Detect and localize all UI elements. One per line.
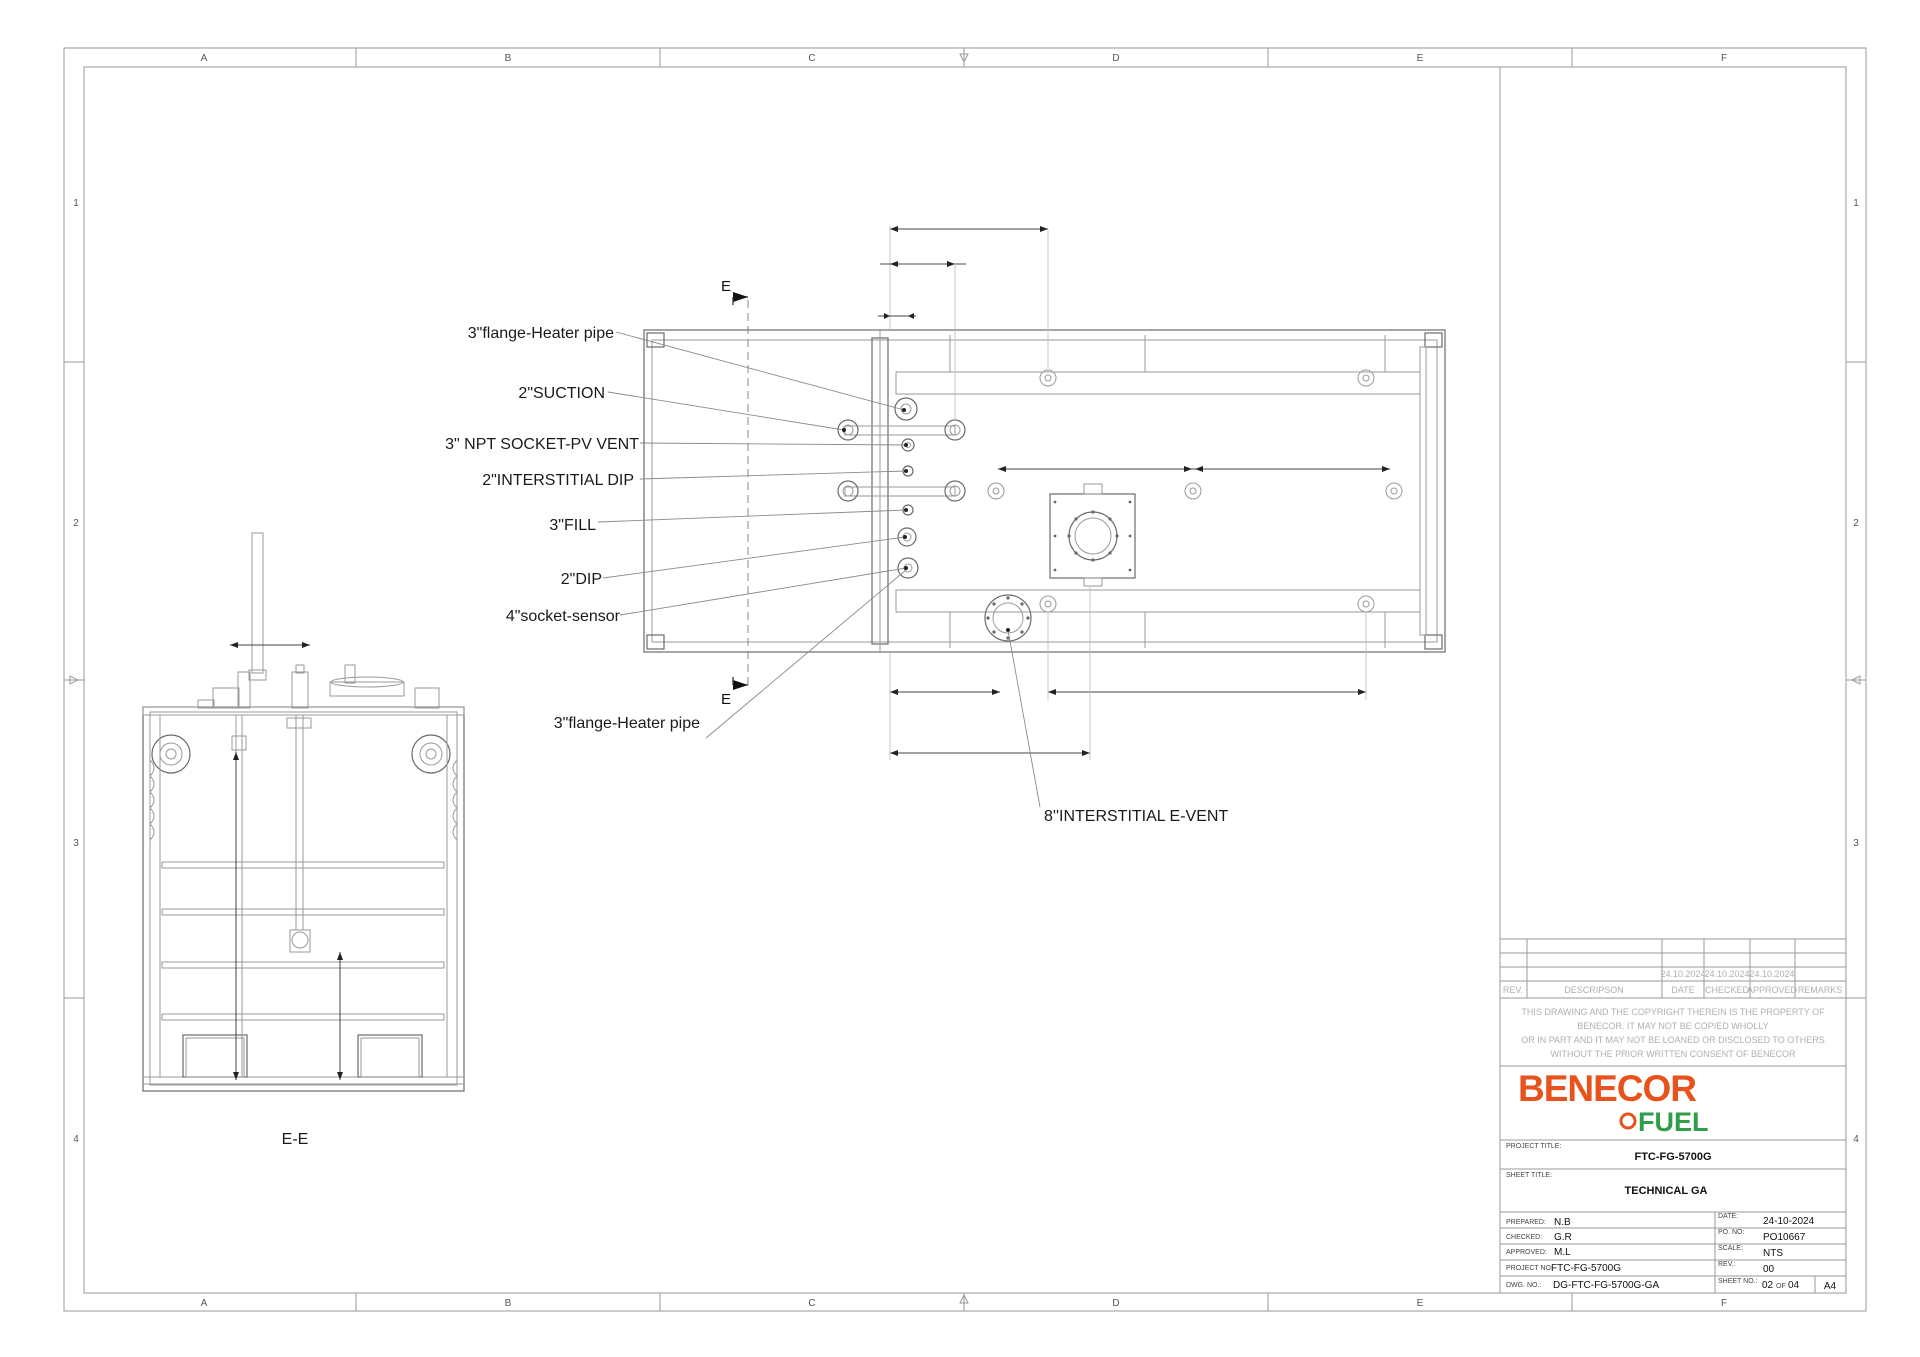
callout-dip: 2"DIP: [561, 571, 602, 588]
section-marker-bottom: E: [721, 691, 731, 708]
grid-col-e-bottom: E: [1417, 1298, 1424, 1309]
grid-col-d-top: D: [1112, 53, 1119, 64]
callout-npt-socket-pv-vent: 3" NPT SOCKET-PV VENT: [445, 436, 639, 453]
scale-label: SCALE:: [1718, 1245, 1743, 1252]
grid-col-f-bottom: F: [1721, 1298, 1727, 1309]
sheet-total-value: 04: [1788, 1280, 1800, 1291]
grid-col-e-top: E: [1417, 53, 1424, 64]
approved-value: M.L: [1554, 1247, 1571, 1258]
checked-value: G.R: [1554, 1232, 1572, 1243]
grid-col-b-bottom: B: [505, 1298, 512, 1309]
grid-row-3-left: 3: [73, 838, 79, 849]
date-value: 24-10-2024: [1763, 1216, 1815, 1227]
grid-row-2-left: 2: [73, 518, 79, 529]
approved-label: APPROVED:: [1506, 1249, 1547, 1256]
sheet-no-value: 02: [1762, 1280, 1774, 1291]
grid-col-c-bottom: C: [808, 1298, 815, 1309]
callout-socket-sensor: 4"socket-sensor: [506, 608, 621, 625]
callout-fill: 3"FILL: [549, 517, 596, 534]
revision-header-description: DESCRIPSON: [1564, 985, 1624, 995]
callout-flange-heater-bottom: 3"flange-Heater pipe: [554, 715, 700, 732]
benecor-fuel-logo: BENECOR FUEL: [1518, 1068, 1709, 1137]
section-view-label: E-E: [282, 1131, 309, 1148]
dimension-lines: [878, 225, 1390, 760]
grid-col-a-bottom: A: [201, 1298, 208, 1309]
callout-interstitial-event: 8''INTERSTITIAL E-VENT: [1044, 808, 1228, 825]
dwg-no-value: DG-FTC-FG-5700G-GA: [1553, 1280, 1659, 1291]
sheet-no-label: SHEET NO.:: [1718, 1278, 1758, 1285]
grid-row-1-right: 1: [1853, 198, 1859, 209]
copyright-line-1: THIS DRAWING AND THE COPYRIGHT THEREIN I…: [1521, 1007, 1825, 1017]
logo-mark-icon: [1619, 1112, 1637, 1130]
grid-col-c-top: C: [808, 53, 815, 64]
copyright-notice: THIS DRAWING AND THE COPYRIGHT THEREIN I…: [1521, 1007, 1825, 1059]
grid-col-a-top: A: [201, 53, 208, 64]
callout-interstitial-dip: 2"INTERSTITIAL DIP: [482, 472, 634, 489]
project-title: FTC-FG-5700G: [1634, 1151, 1711, 1163]
revision-header-date: DATE: [1671, 985, 1694, 995]
revision-date-1: 24.10.2024: [1660, 969, 1705, 979]
po-no-value: PO10667: [1763, 1232, 1806, 1243]
grid-row-4-left: 4: [73, 1134, 79, 1145]
revision-header-rev: REV.: [1503, 985, 1523, 995]
project-no-label: PROJECT NO:: [1506, 1265, 1553, 1272]
logo-word-benecor: BENECOR: [1518, 1068, 1696, 1109]
revision-date-3: 24.10.2024: [1749, 969, 1794, 979]
section-arrow-top: E: [721, 278, 748, 305]
date-label: DATE:: [1718, 1213, 1738, 1220]
callout-flange-heater-top: 3"flange-Heater pipe: [468, 325, 614, 342]
copyright-line-3: OR IN PART AND IT MAY NOT BE LOANED OR D…: [1521, 1035, 1825, 1045]
callout-suction: 2"SUCTION: [518, 385, 605, 402]
copyright-line-2: BENECOR. IT MAY NOT BE COPIED WHOLLY: [1577, 1021, 1768, 1031]
project-no-value: FTC-FG-5700G: [1551, 1263, 1621, 1274]
copyright-line-4: WITHOUT THE PRIOR WRITTEN CONSENT OF BEN…: [1550, 1049, 1796, 1059]
revision-date-2: 24.10.2024: [1704, 969, 1749, 979]
grid-col-f-top: F: [1721, 53, 1727, 64]
checked-label: CHECKED:: [1506, 1234, 1542, 1241]
revision-header-checked: CHECKED: [1705, 985, 1750, 995]
grid-row-2-right: 2: [1853, 518, 1859, 529]
grid-row-3-right: 3: [1853, 838, 1859, 849]
rev-value: 00: [1763, 1264, 1775, 1275]
grid-labels: A B C D E F A B C D E F 1 2 3 4 1 2 3 4: [73, 53, 1859, 1309]
logo-word-fuel: FUEL: [1638, 1107, 1709, 1137]
revision-table: 24.10.2024 24.10.2024 24.10.2024 REV. DE…: [1500, 938, 1846, 999]
prepared-label: PREPARED:: [1506, 1219, 1546, 1226]
sheet-title: TECHNICAL GA: [1625, 1185, 1708, 1197]
prepared-value: N.B: [1554, 1217, 1571, 1228]
grid-col-d-bottom: D: [1112, 1298, 1119, 1309]
section-arrow-bottom: E: [721, 677, 748, 708]
scale-value: NTS: [1763, 1248, 1783, 1259]
project-title-label: PROJECT TITLE:: [1506, 1143, 1561, 1150]
sheet-title-label: SHEET TITLE:: [1506, 1172, 1552, 1179]
grid-row-1-left: 1: [73, 198, 79, 209]
grid-row-4-right: 4: [1853, 1134, 1859, 1145]
paper-size: A4: [1824, 1281, 1837, 1292]
grid-col-b-top: B: [505, 53, 512, 64]
revision-header-remarks: REMARKS: [1798, 985, 1843, 995]
title-block: 24.10.2024 24.10.2024 24.10.2024 REV. DE…: [1499, 67, 1846, 1293]
dwg-no-label: DWG. NO.:: [1506, 1282, 1541, 1289]
sheet-border: [63, 47, 1867, 1312]
po-no-label: PO. NO:: [1718, 1229, 1745, 1236]
section-view-ee: E-E: [142, 532, 465, 1148]
section-marker-top: E: [721, 278, 731, 295]
rev-label: REV.:: [1718, 1261, 1736, 1268]
sheet-of-label: OF: [1776, 1283, 1786, 1290]
revision-header-approved: APPROVED: [1747, 985, 1798, 995]
plan-view: E E: [445, 225, 1446, 825]
callout-leaders: [597, 331, 1041, 808]
